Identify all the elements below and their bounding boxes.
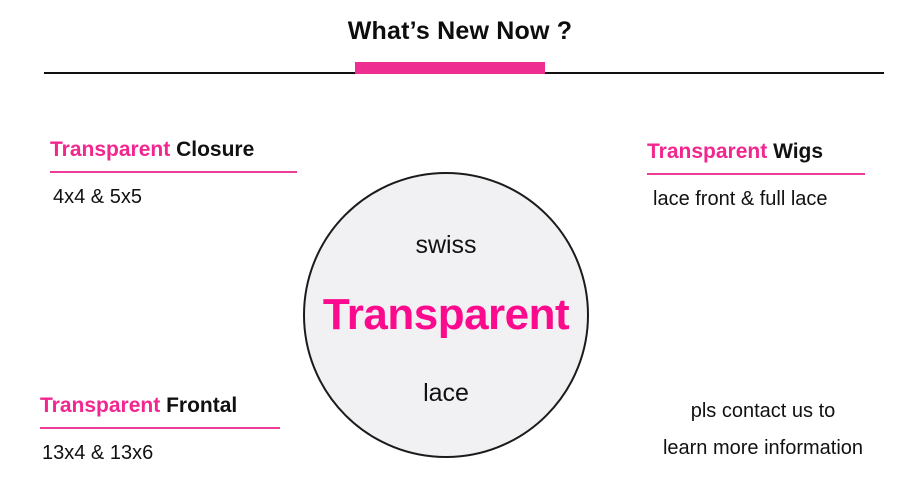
wigs-heading-highlight: Transparent — [647, 140, 768, 163]
contact-line-2: learn more information — [662, 437, 864, 459]
closure-subtext: 4x4 & 5x5 — [53, 186, 142, 209]
contact-line-1: pls contact us to — [690, 400, 836, 422]
header-accent-bar — [355, 62, 545, 74]
circle-main-word: Transparent — [322, 290, 570, 339]
frontal-heading: Transparent Frontal — [40, 394, 280, 418]
wigs-subtext: lace front & full lace — [653, 188, 828, 211]
page-title: What’s New Now ? — [347, 17, 573, 45]
frontal-heading-highlight: Transparent — [40, 394, 161, 417]
block-transparent-frontal: Transparent Frontal 13x4 & 13x6 — [40, 394, 280, 467]
wigs-heading: Transparent Wigs — [647, 140, 865, 164]
closure-underline — [50, 171, 297, 174]
block-contact-note: pls contact us to learn more information — [628, 393, 898, 467]
wigs-underline — [647, 173, 865, 176]
block-transparent-wigs: Transparent Wigs lace front & full lace — [647, 140, 865, 213]
frontal-underline — [40, 427, 280, 430]
circle-bottom-word: lace — [423, 379, 469, 407]
closure-heading-word: Closure — [176, 138, 255, 161]
closure-heading-highlight: Transparent — [50, 138, 171, 161]
frontal-subtext: 13x4 & 13x6 — [42, 442, 154, 465]
block-transparent-closure: Transparent Closure 4x4 & 5x5 — [50, 138, 297, 211]
center-circle: swiss Transparent lace — [303, 172, 589, 458]
closure-heading: Transparent Closure — [50, 138, 297, 162]
circle-top-word: swiss — [415, 231, 477, 259]
frontal-heading-word: Frontal — [166, 394, 238, 417]
wigs-heading-word: Wigs — [773, 140, 824, 163]
